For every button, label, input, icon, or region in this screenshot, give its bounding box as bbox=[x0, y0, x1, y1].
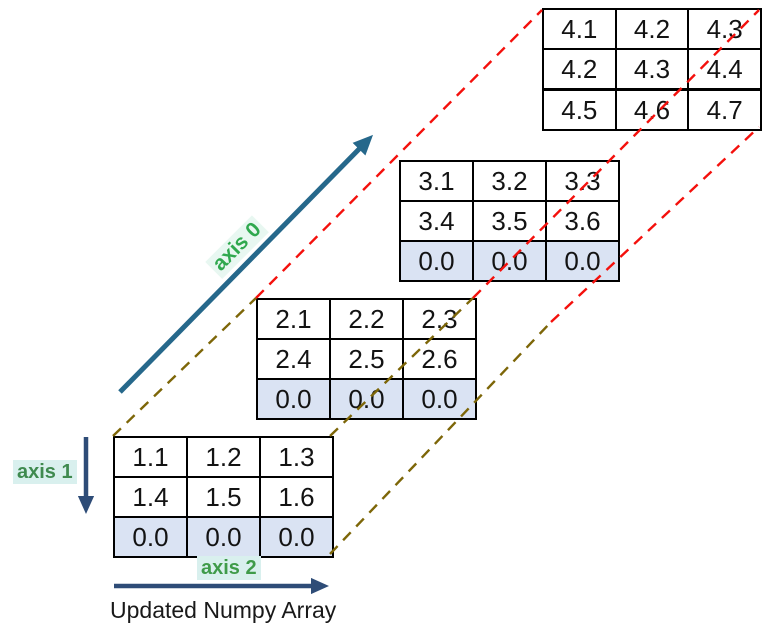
cell: 0.0 bbox=[545, 240, 620, 282]
cell: 0.0 bbox=[472, 240, 547, 282]
table-row: 1.4 1.5 1.6 bbox=[113, 476, 334, 518]
cell: 4.6 bbox=[614, 88, 690, 131]
table-row: 1.1 1.2 1.3 bbox=[113, 436, 334, 478]
cell: 1.6 bbox=[259, 476, 334, 518]
table-row: 3.1 3.2 3.3 bbox=[399, 160, 620, 202]
cell: 0.0 bbox=[259, 516, 334, 558]
cell: 3.4 bbox=[399, 200, 474, 242]
cell: 4.2 bbox=[542, 48, 617, 91]
slice-2-table: 2.1 2.2 2.3 2.4 2.5 2.6 0.0 0.0 0.0 bbox=[256, 298, 477, 420]
cell: 1.5 bbox=[186, 476, 261, 518]
cell: 4.7 bbox=[687, 88, 762, 131]
cell: 3.5 bbox=[472, 200, 547, 242]
array-slice-1: 1.1 1.2 1.3 1.4 1.5 1.6 0.0 0.0 0.0 bbox=[113, 436, 334, 558]
cell: 0.0 bbox=[402, 378, 477, 420]
cell: 2.4 bbox=[256, 338, 331, 380]
cell: 2.1 bbox=[256, 298, 331, 340]
diagram-caption: Updated Numpy Array bbox=[110, 597, 337, 623]
cell: 1.1 bbox=[113, 436, 188, 478]
highlighted-row: 0.0 0.0 0.0 bbox=[113, 516, 334, 558]
table-row: 4.2 4.3 4.4 bbox=[542, 48, 762, 91]
slice-1-table: 1.1 1.2 1.3 1.4 1.5 1.6 0.0 0.0 0.0 bbox=[113, 436, 334, 558]
cell: 3.1 bbox=[399, 160, 474, 202]
depth-line-topleft-olive bbox=[112, 297, 257, 437]
cell: 0.0 bbox=[186, 516, 261, 558]
axis-2-label: axis 2 bbox=[197, 556, 261, 580]
cell: 2.2 bbox=[329, 298, 404, 340]
axis-0-label: axis 0 bbox=[205, 215, 270, 279]
table-row: 3.4 3.5 3.6 bbox=[399, 200, 620, 242]
array-slice-3: 3.1 3.2 3.3 3.4 3.5 3.6 0.0 0.0 0.0 bbox=[399, 160, 620, 282]
highlighted-row: 0.0 0.0 0.0 bbox=[399, 240, 620, 282]
table-row: 4.1 4.2 4.3 bbox=[542, 8, 762, 50]
cell: 2.6 bbox=[402, 338, 477, 380]
cell: 3.3 bbox=[545, 160, 620, 202]
cell: 0.0 bbox=[256, 378, 331, 420]
cell: 4.3 bbox=[614, 48, 690, 91]
slice-4-table: 4.1 4.2 4.3 4.2 4.3 4.4 4.5 4.6 4.7 bbox=[542, 8, 762, 131]
cell: 1.4 bbox=[113, 476, 188, 518]
cell: 4.2 bbox=[614, 8, 690, 50]
cell: 4.4 bbox=[687, 48, 762, 91]
slice-3-table: 3.1 3.2 3.3 3.4 3.5 3.6 0.0 0.0 0.0 bbox=[399, 160, 620, 282]
cell: 0.0 bbox=[113, 516, 188, 558]
cell: 2.3 bbox=[402, 298, 477, 340]
cell: 2.5 bbox=[329, 338, 404, 380]
cell: 4.3 bbox=[687, 8, 762, 50]
table-row: 2.4 2.5 2.6 bbox=[256, 338, 477, 380]
cell: 4.1 bbox=[542, 8, 617, 50]
cell: 4.5 bbox=[542, 88, 617, 131]
cell: 1.3 bbox=[259, 436, 334, 478]
table-row: 4.5 4.6 4.7 bbox=[542, 88, 762, 131]
cell: 3.6 bbox=[545, 200, 620, 242]
array-slice-4: 4.1 4.2 4.3 4.2 4.3 4.4 4.5 4.6 4.7 bbox=[542, 8, 762, 131]
table-row: 2.1 2.2 2.3 bbox=[256, 298, 477, 340]
cell: 1.2 bbox=[186, 436, 261, 478]
axis-1-label: axis 1 bbox=[13, 460, 77, 484]
array-slice-2: 2.1 2.2 2.3 2.4 2.5 2.6 0.0 0.0 0.0 bbox=[256, 298, 477, 420]
cell: 0.0 bbox=[399, 240, 474, 282]
cell: 0.0 bbox=[329, 378, 404, 420]
cell: 3.2 bbox=[472, 160, 547, 202]
highlighted-row: 0.0 0.0 0.0 bbox=[256, 378, 477, 420]
